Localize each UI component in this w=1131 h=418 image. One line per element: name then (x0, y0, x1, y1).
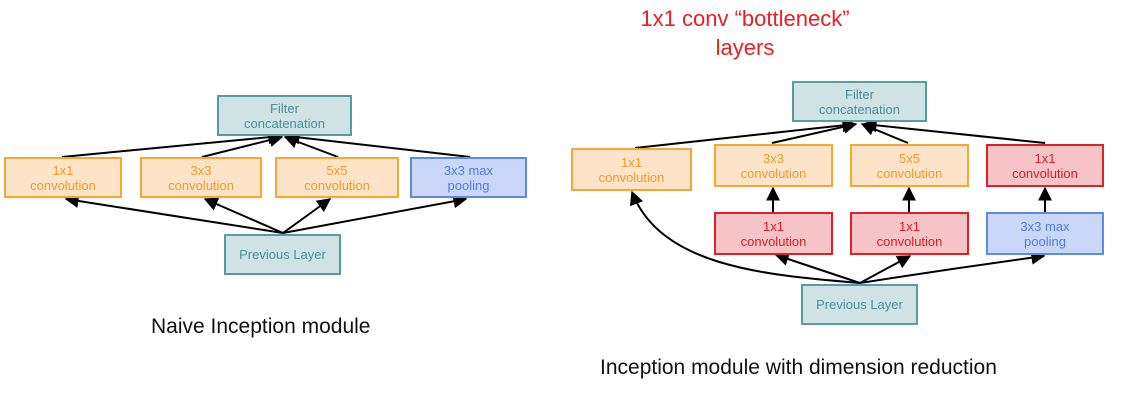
arrow-naive-pool-to-filter (285, 130, 471, 158)
naive-conv-1x1: 1x1 convolution (4, 157, 122, 198)
arrow-naive-prev-to-conv1 (64, 194, 284, 234)
arrow-red-prev-to-bneck5 (859, 255, 912, 284)
naive-arrows (61, 130, 471, 234)
reduction-bottleneck-1x1-for-3x3: 1x1 convolution (714, 212, 833, 255)
reduction-arrows (629, 118, 1052, 284)
arrow-red-conv1b-to-filter (862, 118, 1046, 144)
reduction-conv-5x5: 5x5 convolution (850, 144, 969, 187)
bottleneck-annotation: 1x1 conv “bottleneck” layers (640, 6, 850, 60)
arrow-red-prev-to-bneck3 (774, 252, 861, 284)
arrow-naive-conv3-to-filter (201, 133, 284, 158)
reduction-previous-layer: Previous Layer (801, 284, 918, 325)
arrow-naive-prev-to-conv5 (282, 198, 332, 234)
naive-caption: Naive Inception module (151, 315, 371, 338)
reduction-caption: Inception module with dimension reductio… (600, 356, 997, 379)
naive-conv-3x3: 3x3 convolution (140, 157, 262, 198)
reduction-conv-1x1: 1x1 convolution (571, 148, 692, 191)
naive-conv-5x5: 5x5 convolution (275, 157, 399, 198)
arrow-red-prev-to-pool (859, 250, 1046, 284)
arrow-red-prev-to-conv1 (629, 190, 861, 284)
reduction-bottleneck-1x1-for-5x5: 1x1 convolution (850, 212, 969, 255)
reduction-conv-1x1-after-pool: 1x1 convolution (986, 144, 1104, 187)
reduction-conv-3x3: 3x3 convolution (714, 144, 833, 187)
reduction-filter-concatenation: Filter concatenation (792, 81, 927, 122)
arrow-red-conv3-to-filter (771, 119, 858, 144)
naive-previous-layer: Previous Layer (224, 234, 341, 275)
arrow-naive-prev-to-pool (282, 194, 468, 234)
arrow-red-conv1-to-filter (634, 118, 857, 149)
naive-maxpool-3x3: 3x3 max pooling (410, 157, 527, 198)
arrow-naive-conv1-to-filter (61, 130, 283, 158)
arrow-naive-prev-to-conv3 (203, 197, 284, 234)
naive-filter-concatenation: Filter concatenation (217, 95, 352, 136)
reduction-maxpool-3x3: 3x3 max pooling (986, 212, 1104, 255)
